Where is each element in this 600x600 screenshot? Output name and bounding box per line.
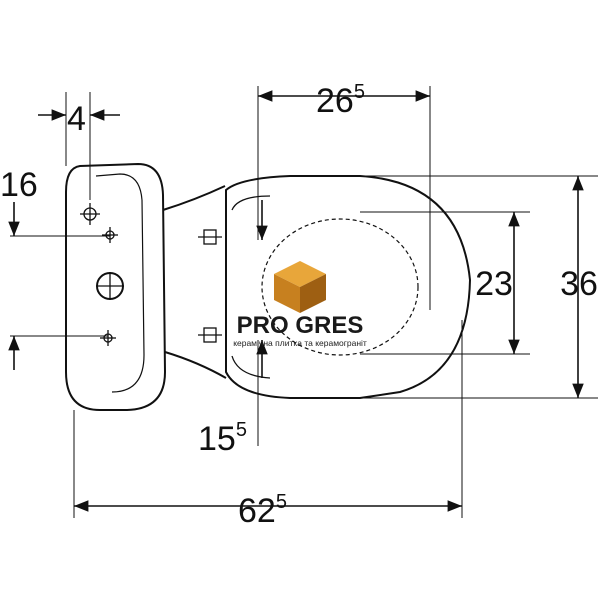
- pro-gres-watermark: PRO GRES керамічна плитка та керамограні…: [233, 261, 367, 348]
- brand-tagline: керамічна плитка та керамограніт: [233, 338, 367, 348]
- connector-neck: [162, 185, 227, 379]
- dim-label-23: 23: [475, 265, 513, 303]
- dim-label-36: 36: [560, 265, 598, 303]
- cistern-outline: [65, 162, 167, 411]
- extension-lines: [10, 86, 598, 518]
- dimension-arrows: [8, 90, 584, 512]
- dim-label-16: 16: [0, 166, 38, 204]
- bowl-outline: [225, 175, 472, 399]
- brand-name: PRO GRES: [237, 312, 364, 339]
- dim-label-4: 4: [67, 100, 86, 138]
- bowl-opening: [261, 218, 419, 356]
- cistern-mount-holes: [80, 203, 124, 346]
- seat-hinges: [198, 229, 222, 343]
- dim-label-15-5: 155: [198, 419, 247, 458]
- seat-rim: [231, 195, 271, 379]
- box-logo-icon: [274, 261, 326, 313]
- dim-label-26-5: 265: [316, 81, 365, 120]
- dim-label-62-5: 625: [238, 491, 287, 530]
